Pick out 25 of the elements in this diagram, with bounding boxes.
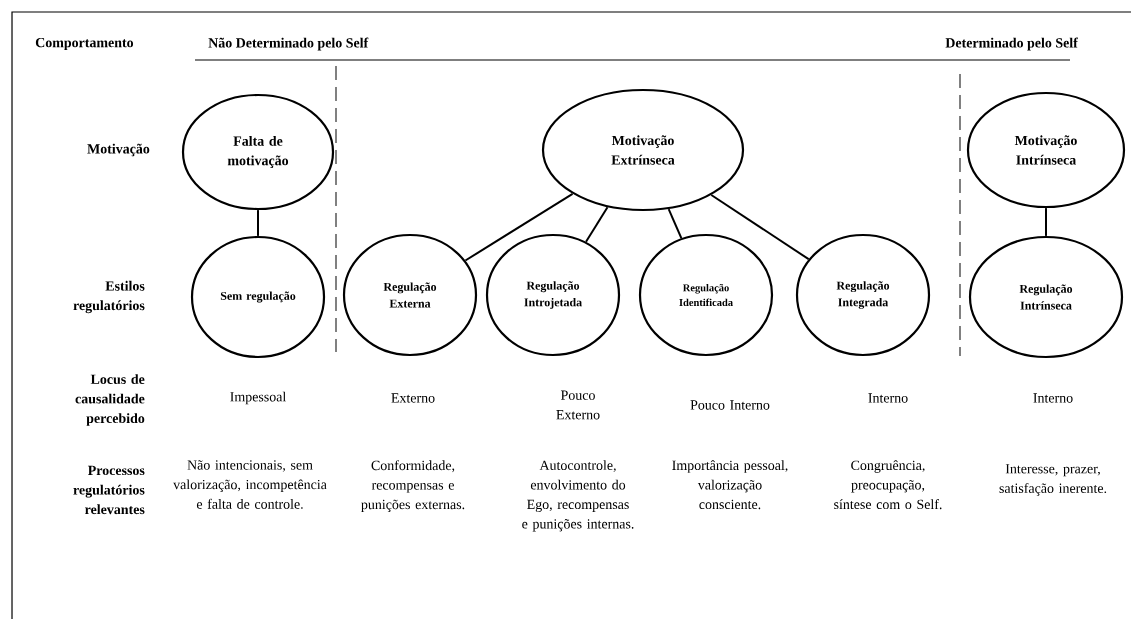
connector-line [667,208,683,240]
cell-text: Impessoal [230,391,286,405]
cell-text: Autocontrole, envolvimento do Ego, recompensas e punições internas. [522,460,634,532]
row-heading: Não Determinado pelo Self [208,37,369,51]
cell-text: Pouco Externo [556,390,600,420]
row-heading: Motivação [87,143,150,157]
cell-text: Congruência, preocupação, síntese com o Self. [834,460,942,510]
cell-text: Não intencionais, sem valorização, incompetência e falta de controle. [173,460,327,509]
row-heading: Estilos regulatórios [73,280,145,314]
row-heading: Processos regulatórios relevantes [73,465,145,515]
cell-text: Importância pessoal, valorização consciente. [672,460,788,510]
row-heading: Comportamento [35,37,134,51]
connector-line [585,206,609,243]
cell-text: Interesse, prazer, satisfação inerente. [999,464,1107,496]
connector-line [1045,207,1047,237]
cell-text: Conformidade, recompensas e punições externas. [361,460,465,513]
row-heading: Determinado pelo Self [945,37,1078,51]
connector-line [464,192,574,262]
connector-line [257,209,259,237]
row-heading: Locus de causalidade percebido [75,374,145,426]
connector-line [710,194,810,261]
cell-text: Interno [1033,393,1073,403]
cell-text: Pouco Interno [690,400,770,410]
cell-text: Interno [868,393,908,403]
cell-text: Externo [391,393,435,403]
